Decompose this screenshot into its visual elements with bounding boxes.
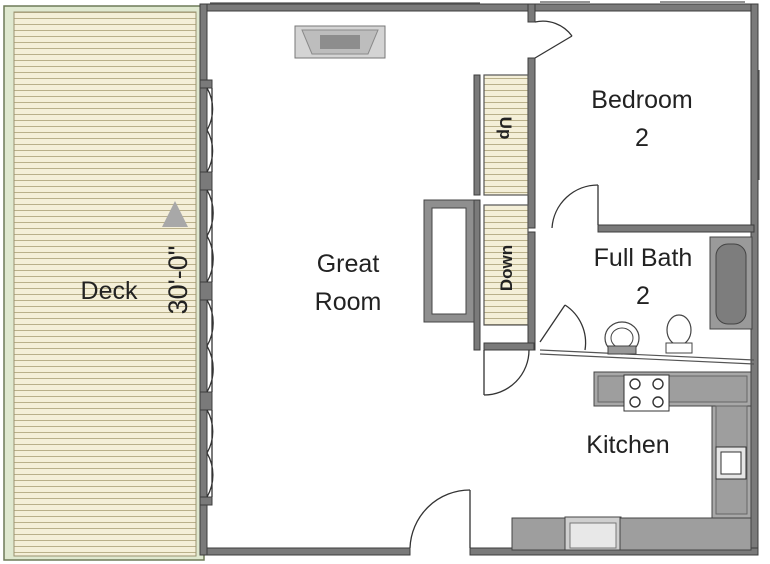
bedroom-door xyxy=(534,20,573,59)
kitchen-sink-icon xyxy=(715,446,747,480)
stair-up-label: Up xyxy=(496,117,515,140)
entry-door xyxy=(409,489,471,549)
closet-door xyxy=(551,184,599,229)
deck-label: Deck xyxy=(81,277,138,305)
deck-doors xyxy=(199,79,214,506)
deck-area xyxy=(3,5,205,561)
stove-icon xyxy=(623,374,670,412)
deck-dimension-label: 30'-0" xyxy=(163,246,193,315)
bath-sink-icon xyxy=(604,321,640,355)
hall-door xyxy=(483,349,530,396)
bedroom-label-line2: 2 xyxy=(635,124,649,152)
ceiling-light-icon xyxy=(294,25,386,59)
north-arrow-icon xyxy=(162,201,188,227)
bedroom-label-line1: Bedroom xyxy=(591,86,692,114)
great-room-label-line1: Great xyxy=(317,250,380,278)
bath-door xyxy=(539,304,587,351)
great-room-label-line2: Room xyxy=(315,288,382,316)
window-marks xyxy=(210,1,760,180)
interior-walls xyxy=(473,3,755,365)
toilet-icon xyxy=(665,314,693,354)
stair-down-label: Down xyxy=(497,245,516,291)
stair-up xyxy=(483,74,529,196)
bath-label-line2: 2 xyxy=(636,282,650,310)
kitchen-label: Kitchen xyxy=(586,431,669,459)
stair-down xyxy=(483,204,529,326)
bathtub-icon xyxy=(709,236,753,330)
bath-label-line1: Full Bath xyxy=(594,244,693,272)
railing-box xyxy=(423,199,475,323)
